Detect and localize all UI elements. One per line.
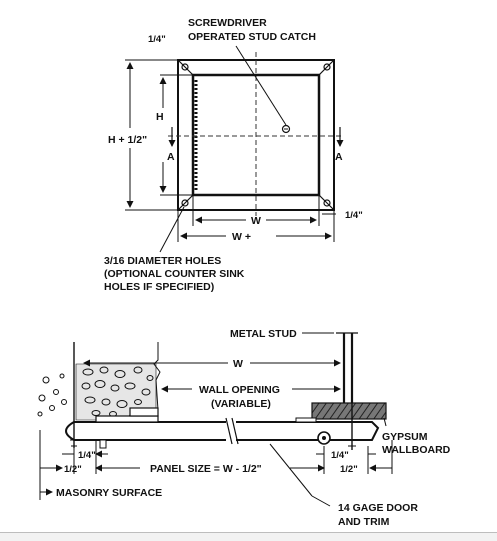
section-view: METAL STUD W WALL OPENING (VARIABLE) GYP…	[37, 328, 451, 528]
masonry-broken-edge	[37, 373, 67, 417]
dim-h: H	[156, 111, 164, 123]
door-trim-label-line2: AND TRIM	[338, 516, 390, 528]
section-dim-quarter-right: 1/4"	[331, 450, 349, 461]
dim-w: W	[251, 215, 261, 227]
mounting-hole-icon	[181, 63, 189, 71]
dim-quarter-right: 1/4"	[345, 210, 363, 221]
mounting-hole-icon	[323, 199, 331, 207]
masonry-aggregate	[75, 363, 157, 421]
section-dim-w: W	[233, 358, 243, 370]
metal-stud	[336, 332, 358, 405]
door-trim-label-line1: 14 GAGE DOOR	[338, 502, 418, 514]
holes-label-line1: 3/16 DIAMETER HOLES	[104, 255, 221, 267]
catch-label-line1: SCREWDRIVER	[188, 17, 267, 29]
panel-size-label: PANEL SIZE = W - 1/2"	[150, 463, 262, 475]
door-panel	[65, 407, 380, 449]
holes-label-line2: (OPTIONAL COUNTER SINK	[104, 268, 245, 280]
section-mark-left: A	[167, 151, 175, 163]
gypsum-label-line1: GYPSUM	[382, 431, 428, 443]
wall-opening-label-line1: WALL OPENING	[199, 384, 280, 396]
section-dim-quarter-left: 1/4"	[78, 450, 96, 461]
gypsum-wallboard	[311, 402, 387, 420]
mounting-hole-icon	[181, 199, 189, 207]
stud-catch-icon	[281, 124, 291, 134]
section-dim-half-right: 1/2"	[340, 464, 358, 475]
holes-label-line3: HOLES IF SPECIFIED)	[104, 281, 214, 293]
masonry-surface-label: MASONRY SURFACE	[56, 487, 162, 499]
section-mark-right: A	[335, 151, 343, 163]
bottom-rule	[0, 532, 497, 541]
top-view: SCREWDRIVER OPERATED STUD CATCH 1/4" H H…	[104, 17, 363, 293]
wall-opening-label-line2: (VARIABLE)	[211, 398, 271, 410]
gypsum-label-line2: WALLBOARD	[382, 444, 451, 456]
mounting-hole-icon	[323, 63, 331, 71]
inner-panel	[191, 73, 321, 197]
dim-w-plus: W +	[232, 231, 251, 243]
dim-quarter-top: 1/4"	[148, 34, 166, 45]
section-dim-half-left: 1/2"	[64, 464, 82, 475]
metal-stud-label: METAL STUD	[230, 328, 297, 340]
dim-h-plus-half: H + 1/2"	[108, 134, 147, 146]
catch-label-line2: OPERATED STUD CATCH	[188, 31, 316, 43]
